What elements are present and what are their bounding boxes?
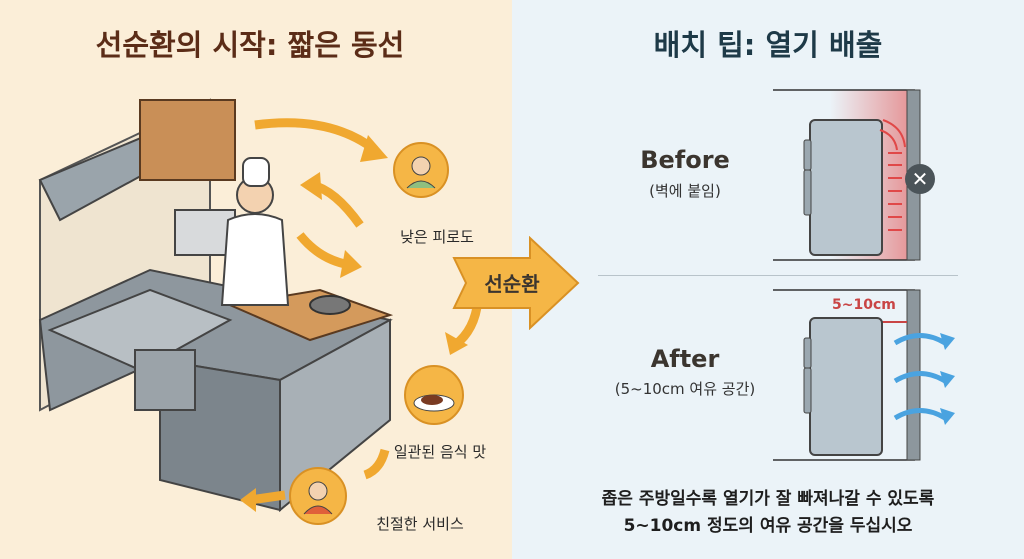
benefit-label-taste: 일관된 음식 맛	[393, 443, 487, 461]
benefit-label-service: 친절한 서비스	[376, 515, 464, 533]
before-diagram	[773, 89, 921, 261]
after-diagram	[773, 289, 955, 461]
benefit-label-fatigue: 낮은 피로도	[400, 228, 474, 246]
note-line-2: 5~10cm 정도의 여유 공간을 두십시오	[623, 516, 913, 536]
after-sublabel: (5~10cm 여유 공간)	[614, 380, 756, 398]
kitchen-illustration	[38, 98, 394, 513]
cycle-label: 선순환	[484, 272, 540, 296]
steak-plate-icon	[404, 365, 464, 425]
cycle-arrow-icon	[452, 236, 580, 330]
flow-arrows	[240, 118, 483, 512]
before-label: Before	[640, 146, 730, 174]
right-title: 배치 팁: 열기 배출	[653, 28, 883, 62]
right-panel	[512, 0, 1024, 559]
sleeping-person-icon	[393, 142, 449, 198]
gap-label: 5~10cm	[832, 297, 896, 313]
left-title: 선순환의 시작: 짧은 동선	[95, 28, 405, 62]
before-sublabel: (벽에 붙임)	[649, 182, 721, 200]
divider	[598, 275, 958, 276]
note-line-1: 좁은 주방일수록 열기가 잘 빠져나갈 수 있도록	[601, 489, 935, 509]
smiling-staff-icon	[289, 467, 347, 525]
x-mark-icon: ✕	[905, 164, 935, 194]
after-label: After	[650, 345, 720, 373]
